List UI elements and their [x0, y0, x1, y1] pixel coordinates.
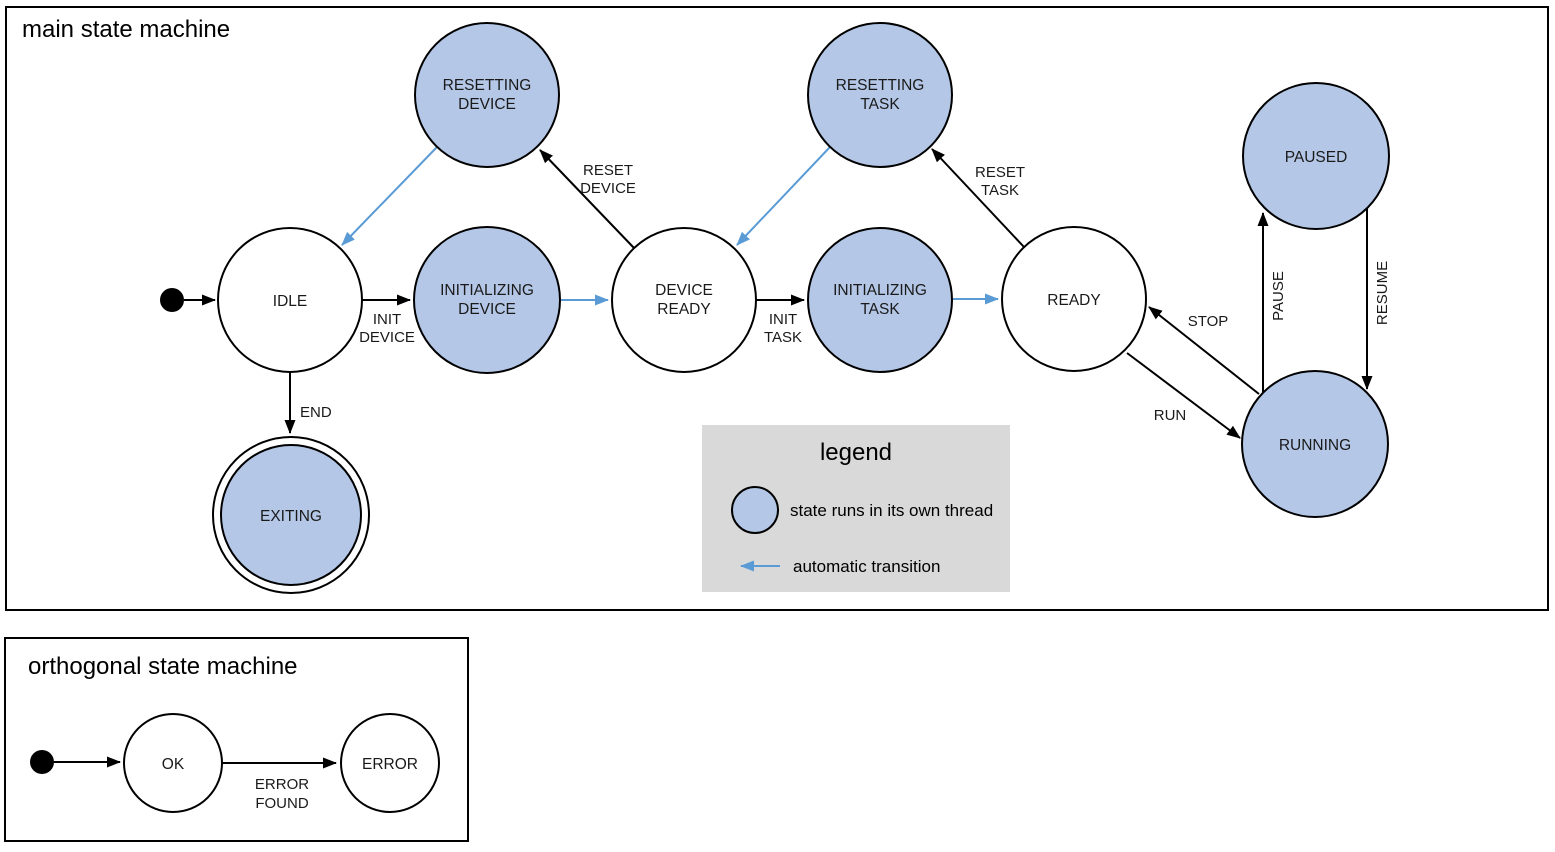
state-circle [217, 227, 363, 373]
state-ok: OK [123, 713, 223, 813]
transition-label-error-found: ERROR [255, 776, 309, 793]
state-label: OK [162, 756, 185, 773]
transition-label-init-device: INIT [373, 311, 401, 328]
transition-label-reset-device: RESET [583, 162, 633, 179]
state-circle [413, 226, 561, 374]
state-circle [1242, 82, 1390, 230]
transition-label-pause: PAUSE [1270, 271, 1287, 321]
state-label: DEVICE [458, 301, 516, 318]
state-label: RUNNING [1279, 437, 1351, 454]
orthogonal-state-machine-group: orthogonal state machine ERROR FOUND OK … [4, 637, 469, 842]
state-label: DEVICE [458, 96, 516, 113]
transition-label-stop: STOP [1188, 313, 1229, 330]
orthogonal-frame [4, 637, 469, 842]
state-label: PAUSED [1285, 149, 1348, 166]
transition-label-init-task: INIT [769, 311, 797, 328]
state-resetting-device: RESETTING DEVICE [414, 22, 560, 168]
state-label: INITIALIZING [440, 282, 534, 299]
transition-label-end: END [300, 404, 332, 421]
legend-title: legend [820, 439, 892, 466]
transition-label-resume: RESUME [1374, 261, 1391, 325]
transition-stop [1148, 306, 1260, 395]
state-running: RUNNING [1241, 370, 1389, 518]
state-circle [340, 713, 440, 813]
legend-auto-label: automatic transition [793, 557, 940, 576]
state-circle [807, 227, 953, 373]
state-label: TASK [860, 96, 900, 113]
state-circle [1001, 226, 1147, 372]
state-idle: IDLE [217, 227, 363, 373]
state-paused: PAUSED [1242, 82, 1390, 230]
state-label: DEVICE [655, 282, 713, 299]
state-initializing-task: INITIALIZING TASK [807, 227, 953, 373]
transition-label-reset-task: RESET [975, 164, 1025, 181]
transition-label-reset-device: DEVICE [580, 180, 636, 197]
main-state-machine-group: main state machine INIT DEVICE RESET DEV… [5, 6, 1549, 611]
state-label: RESETTING [443, 77, 532, 94]
initial-state-dot [160, 288, 184, 312]
state-resetting-task: RESETTING TASK [807, 22, 953, 168]
initial-state-dot [30, 750, 54, 774]
main-frame [5, 6, 1549, 611]
legend-thread-state-swatch [731, 486, 779, 534]
state-circle [611, 227, 757, 373]
auto-transition-resetting-device-to-idle [341, 146, 438, 246]
auto-transition-resetting-task-to-device-ready [736, 146, 831, 246]
state-ready: READY [1001, 226, 1147, 372]
state-label: RESETTING [836, 77, 925, 94]
state-circle [220, 444, 362, 586]
state-error: ERROR [340, 713, 440, 813]
transition-label-error-found: FOUND [255, 795, 308, 812]
state-label: TASK [860, 301, 900, 318]
state-label: READY [657, 301, 710, 318]
transition-label-run: RUN [1154, 407, 1187, 424]
state-exiting: EXITING [212, 436, 370, 594]
state-label: EXITING [260, 508, 322, 525]
transition-label-reset-task: TASK [981, 182, 1019, 199]
state-circle [414, 22, 560, 168]
state-label: IDLE [273, 293, 307, 310]
state-initializing-device: INITIALIZING DEVICE [413, 226, 561, 374]
state-device-ready: DEVICE READY [611, 227, 757, 373]
state-label: ERROR [362, 756, 418, 773]
transition-reset-device [539, 149, 635, 249]
orthogonal-title: orthogonal state machine [28, 653, 298, 680]
state-label: INITIALIZING [833, 282, 927, 299]
state-circle [1241, 370, 1389, 518]
transition-run [1126, 352, 1241, 439]
transition-label-init-task: TASK [764, 329, 802, 346]
state-circle [123, 713, 223, 813]
state-label: READY [1047, 292, 1100, 309]
state-circle [807, 22, 953, 168]
legend-thread-label: state runs in its own thread [790, 501, 993, 520]
transition-reset-task [931, 148, 1025, 248]
legend: legend state runs in its own thread auto… [702, 425, 1010, 592]
transition-label-init-device: DEVICE [359, 329, 415, 346]
main-title: main state machine [22, 16, 230, 43]
